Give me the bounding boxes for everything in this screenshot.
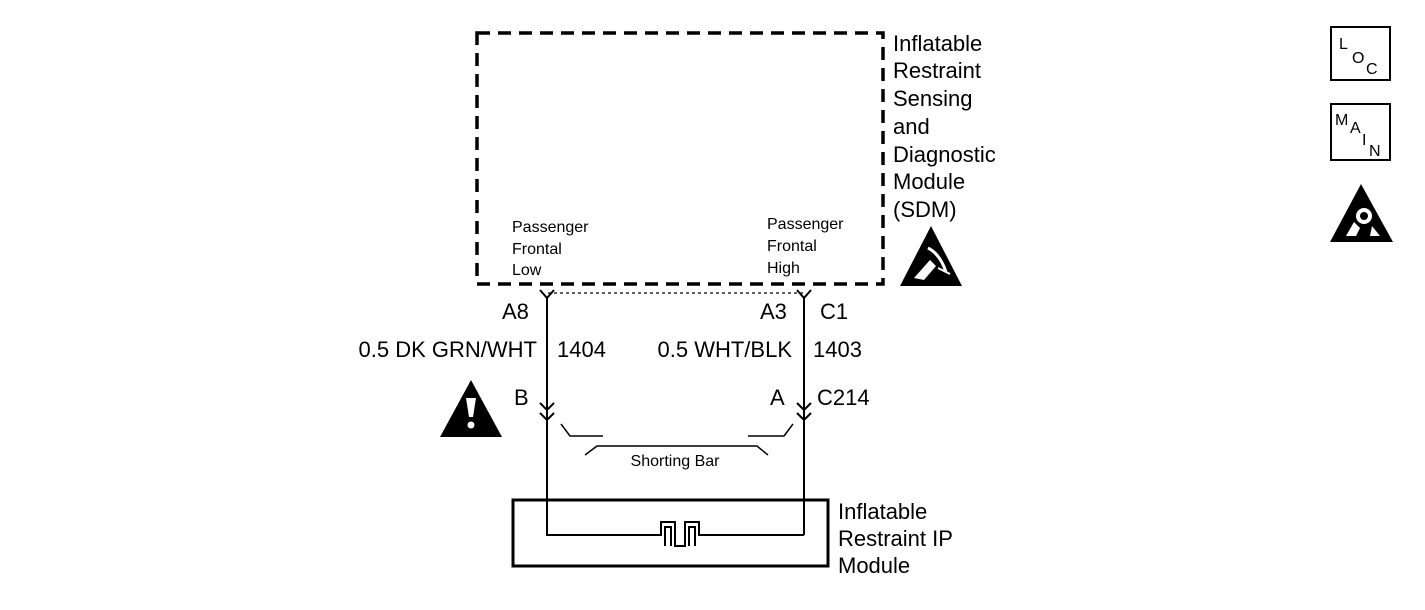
main-letter: M <box>1335 112 1348 129</box>
sdm-title-line: Inflatable <box>893 31 982 56</box>
main-button[interactable]: M A I N <box>1330 103 1391 161</box>
loc-letter: L <box>1339 36 1348 53</box>
connector-left-terminal: B <box>514 385 529 410</box>
svg-text:Low: Low <box>512 262 542 279</box>
ip-module-box <box>511 498 830 568</box>
sdm-title-line: Module <box>893 169 965 194</box>
airbag-warning-icon <box>1330 184 1393 242</box>
sdm-title-line: Restraint <box>893 58 981 83</box>
right-terminal-label: A3 <box>760 299 787 324</box>
main-letter: I <box>1362 132 1366 149</box>
caution-icon <box>440 380 502 437</box>
svg-text:Module: Module <box>838 553 910 578</box>
main-letter: A <box>1350 120 1361 137</box>
svg-text:Frontal: Frontal <box>767 238 817 255</box>
sdm-box <box>475 31 885 286</box>
right-connector-symbol <box>796 402 812 422</box>
right-wire-color: 0.5 WHT/BLK <box>658 337 793 362</box>
shorting-bar <box>560 423 794 456</box>
svg-text:Restraint IP: Restraint IP <box>838 526 953 551</box>
svg-text:High: High <box>767 260 800 277</box>
ip-module-title: Inflatable Restraint IP Module <box>838 499 953 578</box>
right-connector-label: C1 <box>820 299 848 324</box>
left-circuit-number: 1404 <box>557 337 606 362</box>
left-pin-terminal <box>539 289 555 300</box>
svg-text:Frontal: Frontal <box>512 241 562 258</box>
right-pin-label: Passenger Frontal High <box>767 216 844 277</box>
loc-letter: C <box>1366 61 1378 78</box>
main-letter: N <box>1369 143 1381 160</box>
left-pin-label: Passenger Frontal Low <box>512 219 589 279</box>
svg-text:Passenger: Passenger <box>512 219 589 236</box>
left-wire-color: 0.5 DK GRN/WHT <box>359 337 537 362</box>
connector-right-terminal: A <box>770 385 785 410</box>
right-circuit-number: 1403 <box>813 337 862 362</box>
right-pin-terminal <box>796 289 812 300</box>
left-connector-symbol <box>539 402 555 422</box>
esd-warning-icon <box>900 226 962 286</box>
sdm-title-line: (SDM) <box>893 197 957 222</box>
sdm-title-line: Diagnostic <box>893 142 996 167</box>
sdm-title: Inflatable Restraint Sensing and Diagnos… <box>893 31 996 222</box>
svg-text:Inflatable: Inflatable <box>838 499 927 524</box>
left-terminal-label: A8 <box>502 299 529 324</box>
loc-button[interactable]: L O C <box>1330 26 1391 81</box>
loc-letter: O <box>1352 50 1364 67</box>
squib-inner <box>664 526 696 546</box>
squib-element <box>546 521 804 547</box>
svg-text:Passenger: Passenger <box>767 216 844 233</box>
sdm-title-line: and <box>893 114 930 139</box>
shorting-bar-label: Shorting Bar <box>631 453 721 470</box>
sdm-title-line: Sensing <box>893 86 973 111</box>
connector-name: C214 <box>817 385 870 410</box>
